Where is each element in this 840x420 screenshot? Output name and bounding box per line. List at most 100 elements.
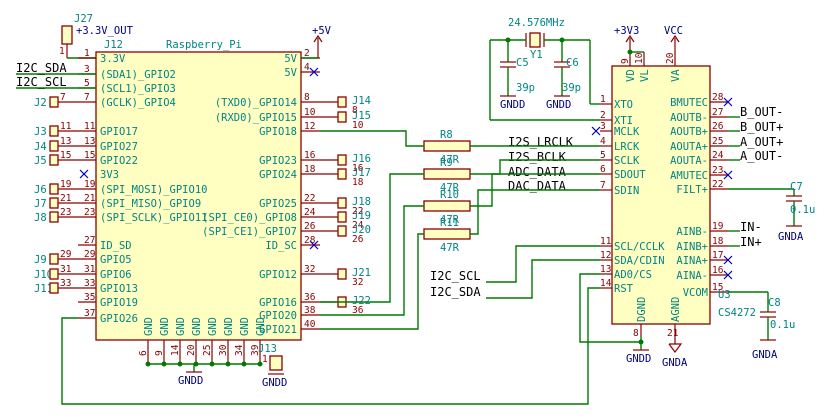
net-i2c-sda-u3: I2C_SDA: [430, 285, 481, 299]
u3-pin-label-aouta: AOUTA+: [670, 141, 708, 153]
connector-ref-j3: J3: [34, 126, 47, 138]
u3-pin-num-14: 14: [600, 278, 612, 289]
u3-pin-label-bmutec: BMUTEC: [670, 97, 708, 109]
c8-gnd: GNDA: [752, 349, 778, 361]
net-adc-data: ADC_DATA: [508, 165, 567, 179]
j12-pin-label-gpio5: GPIO5: [100, 254, 132, 266]
j12-gnd-pin-num-14: 14: [170, 344, 181, 356]
u3-pin-label-mclk: MCLK: [614, 126, 640, 138]
connector-body-j18: [337, 197, 347, 209]
u3-pin-label-amutec: AMUTEC: [670, 170, 708, 182]
j12-pin-num-5: 5: [84, 78, 90, 89]
j12-pin-label-scl1-gpio3: (SCL1)_GPIO3: [100, 83, 176, 95]
j12-pin-label-spi-ce1-gpio7: (SPI_CE1)_GPIO7: [202, 226, 297, 238]
j12-pin-num-28: 28: [304, 235, 316, 246]
u3-pin-label-ainb: AINB-: [676, 226, 708, 238]
j27-net: +3.3V_OUT: [76, 25, 134, 37]
connector-pin-num: 8: [352, 105, 358, 116]
connector-ref-j16: J16: [352, 153, 371, 165]
connector-ref-j2: J2: [34, 97, 47, 109]
connector-ref-j22: J22: [352, 295, 371, 307]
u3-pin-num-12: 12: [600, 250, 611, 261]
c6-value: 39p: [562, 82, 581, 94]
j12-gnd-pin-num-30: 30: [218, 344, 229, 356]
j12-pin-num-19: 19: [84, 179, 96, 190]
no-connect-mark: [309, 67, 319, 77]
u3-pin-label-xti: XTI: [614, 115, 633, 127]
j12-pin-label-gpio22: GPIO22: [100, 155, 138, 167]
left-i2c-nets: I2C_SDA I2C_SCL: [16, 61, 96, 89]
u3-pin-num-22: 22: [712, 179, 723, 190]
connector-body-j21: [337, 268, 347, 280]
u3-pin-num-18: 18: [712, 236, 724, 247]
j12-pin-num-33: 33: [84, 278, 95, 289]
u3-pin-label-scl-cclk: SCL/CCLK: [614, 241, 665, 253]
net-i2c-sda-left: I2C_SDA: [16, 61, 67, 75]
j12-pin-label-txd0-gpio14: (TXD0)_GPIO14: [215, 97, 297, 109]
j12-pin-label-5v: 5V: [284, 67, 297, 79]
net-dac-data: DAC_DATA: [508, 179, 567, 193]
no-connect-mark: [723, 170, 733, 180]
u3-pin-label-vd: VD: [625, 69, 637, 82]
j27-ref: J27: [74, 13, 93, 25]
u3-pin-label-rst: RST: [614, 283, 634, 295]
connector-pin-num: 29: [60, 249, 72, 260]
j12-gnd-pin-num-25: 25: [202, 345, 213, 356]
capacitor-c8: C8 0.1u GNDA: [728, 291, 795, 361]
connector-pin-num: 19: [60, 179, 72, 190]
j12-pin-num-3: 3: [84, 64, 90, 75]
c5-gnd: GNDD: [500, 99, 525, 111]
j12-pin-num-38: 38: [304, 305, 316, 316]
u3-right-pins: 28BMUTEC27AOUTB-26AOUTB+25AOUTA+24AOUTA-…: [670, 92, 740, 299]
connector-ref-j5: J5: [34, 155, 47, 167]
u3-pin-label-aina: AINA+: [676, 255, 708, 267]
j12-pin-label-gpio16: GPIO16: [259, 297, 297, 309]
u3-pin-num-26: 26: [712, 121, 724, 132]
resistor-r9: [423, 168, 471, 180]
connector-ref-j8: J8: [34, 212, 47, 224]
j12-pin-label-gpio24: GPIO24: [259, 169, 297, 181]
no-connect-mark: [723, 255, 733, 265]
j12-gnd-pin-label: GND: [159, 317, 171, 336]
j12-gnd-pin-label: GND: [175, 317, 187, 336]
j12-gnd-pin-label: GND: [223, 317, 235, 336]
connector-pin-num: 21: [60, 193, 72, 204]
resistor-ref-r10: R10: [440, 189, 459, 201]
c6-gnd: GNDD: [546, 99, 571, 111]
connector-ref-j6: J6: [34, 184, 47, 196]
connector-body-j10: [49, 268, 59, 280]
c5-ref: C5: [516, 57, 529, 69]
j12-pin-num-16: 16: [304, 150, 316, 161]
u3-pin-num-6: 6: [600, 164, 606, 175]
resistor-value-r11: 47R: [440, 242, 460, 254]
u3-pin-num-5: 5: [600, 150, 606, 161]
connector-pin-num: 15: [60, 150, 71, 161]
j12-pin-label-3v3: 3V3: [100, 169, 119, 181]
u3-pin-num-25: 25: [712, 136, 723, 147]
u3-pin-label-aoutb: AOUTB+: [670, 126, 708, 138]
connector-body-j17: [337, 168, 347, 180]
u3-pin-label-ainb: AINB+: [676, 241, 708, 253]
j12-pin-num-7: 7: [84, 92, 90, 103]
resistor-r11: [423, 228, 471, 240]
u3-pin-num-27: 27: [712, 107, 723, 118]
j12-pin-label-gpio17: GPIO17: [100, 126, 138, 138]
connector-j13: J13 1 GNDD: [258, 343, 287, 389]
connector-j27: J27 +3.3V_OUT 1: [59, 13, 134, 59]
j12-pin-num-15: 15: [84, 150, 95, 161]
j12-gnd-pin-num-20: 20: [186, 344, 197, 356]
u3-pin-num-11: 11: [600, 236, 612, 247]
net-i2s-bclk: I2S_BCLK: [508, 150, 567, 164]
c7-gnd: GNDA: [778, 231, 804, 243]
resistor-value-r8: 47R: [440, 154, 460, 166]
j12-pin-label-gpio25: GPIO25: [259, 198, 297, 210]
j12-gnd-pin-num-34: 34: [234, 344, 245, 356]
connector-pin-num: 32: [352, 277, 363, 288]
resistor-ref-r11: R11: [440, 217, 459, 229]
c7-value: 0.1u: [790, 204, 815, 216]
u3-pin-label-vcom: VCOM: [683, 287, 708, 299]
u3-ref: U3: [718, 289, 731, 301]
u3-grounds: GNDD GNDA: [626, 336, 688, 369]
